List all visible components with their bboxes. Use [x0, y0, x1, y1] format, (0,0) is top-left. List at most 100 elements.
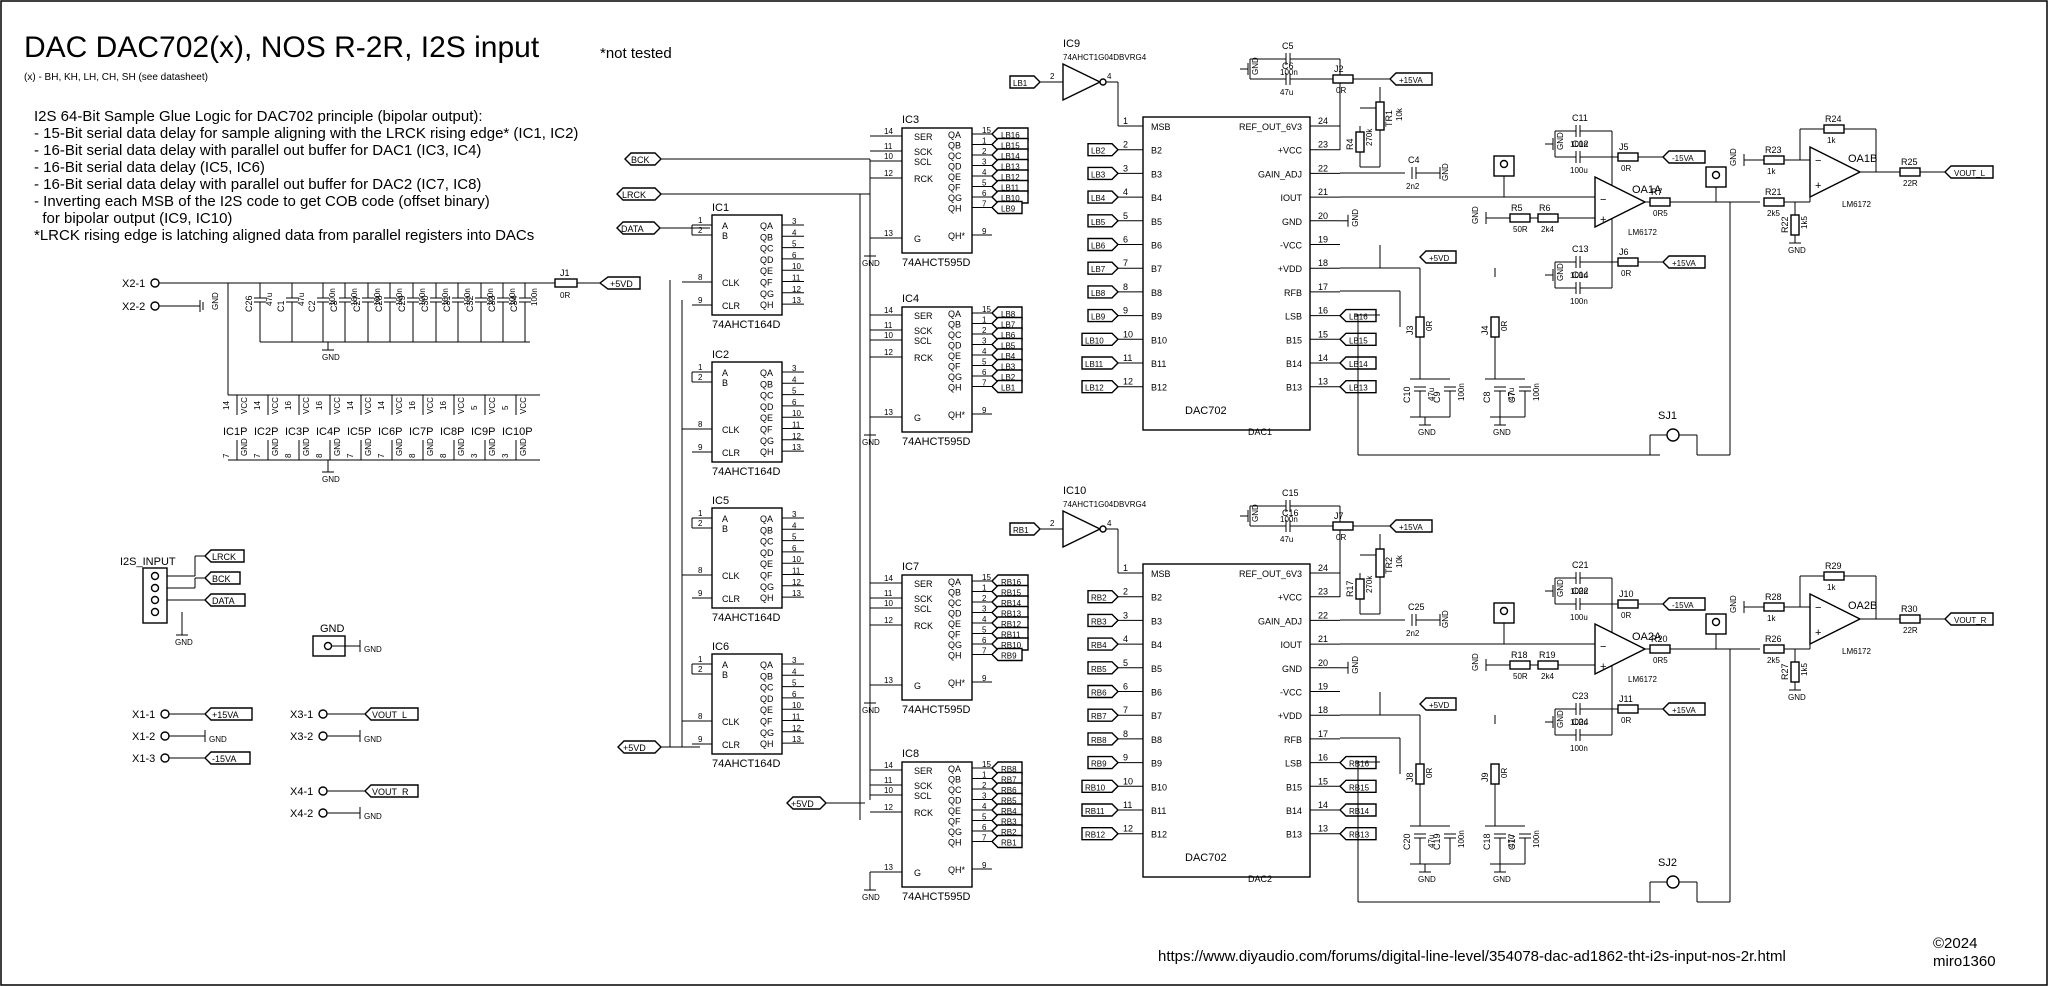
- cap-c26-label: C26: [244, 295, 254, 312]
- pin-name: B: [722, 231, 728, 241]
- part-number: DAC702: [1185, 405, 1227, 417]
- gnd-label: GND: [1418, 875, 1436, 884]
- net-label: LB16: [1001, 131, 1020, 140]
- test-point-pad: [1499, 159, 1509, 169]
- net-label: RB12: [1085, 831, 1106, 840]
- pin-number: 22: [1318, 163, 1328, 173]
- pin-number: 4: [1107, 519, 1112, 528]
- pin-number: 12: [792, 285, 801, 294]
- shift-register-ic1: [711, 214, 783, 316]
- pin-name: QA: [948, 309, 961, 319]
- description-block: I2S 64-Bit Sample Glue Logic for DAC702 …: [34, 108, 578, 244]
- description-line: - Inverting each MSB of the I2S code to …: [34, 193, 490, 210]
- pin-name: +VCC: [1278, 593, 1303, 603]
- gnd-label: GND: [1471, 206, 1480, 224]
- vcc-pin-label: VCC: [457, 397, 466, 414]
- pin-number: 5: [982, 626, 987, 635]
- cap-c21-label: C21: [1572, 560, 1589, 570]
- vcc-pin-number: 14: [253, 401, 262, 410]
- pin-number: 11: [792, 421, 801, 430]
- cap-c14-value: 100n: [1570, 297, 1588, 306]
- pin-name: SCK: [914, 594, 933, 604]
- cap-c4-value: 2n2: [1406, 182, 1420, 191]
- pin-number: 3: [1123, 163, 1128, 173]
- resistor-r27-label: R27: [1780, 663, 1790, 680]
- resistor-r24-value: 1k: [1827, 136, 1836, 145]
- cap-value: 100n: [486, 288, 495, 306]
- net-m15va: -15VA: [1672, 154, 1694, 163]
- gnd-label: GND: [426, 438, 435, 456]
- jumper-j8-value: 0R: [1425, 768, 1434, 778]
- cap-c12-label: C12: [1572, 139, 1589, 149]
- net-vout-l: VOUT_L: [1954, 169, 1986, 178]
- net-label: RB12: [1001, 620, 1022, 629]
- net-label: RB2: [1091, 594, 1107, 603]
- pin-name: LSB: [1285, 759, 1302, 769]
- cap-c2-label: C2: [307, 300, 317, 312]
- pin-number: 20: [1318, 211, 1328, 221]
- part-number: 74AHCT164D: [712, 319, 781, 331]
- net-label: RB1: [1013, 526, 1029, 535]
- pin-name: QF: [948, 817, 961, 827]
- pin-name: B13: [1286, 830, 1302, 840]
- gnd-label: GND: [1788, 693, 1806, 702]
- pin-name: QE: [760, 413, 773, 423]
- resistor-r26-label: R26: [1765, 634, 1782, 644]
- net-label: RB5: [1091, 665, 1107, 674]
- pin-name: QD: [948, 609, 962, 619]
- pin-number: 11: [884, 589, 893, 598]
- resistor-r22-label: R22: [1780, 216, 1790, 233]
- resistor-r19-value: 2k4: [1541, 672, 1554, 681]
- net-label-flag: [991, 834, 1023, 849]
- pin-name: QH: [760, 300, 774, 310]
- dac-section: DAC702DAC1MSB1B22LB2B33LB3B44LB4B55LB5B6…: [1009, 38, 1377, 884]
- pin-name: QG: [760, 289, 774, 299]
- cap-c32-label: C32: [465, 295, 475, 312]
- pin-number: 3: [792, 217, 797, 226]
- net-label: LB5: [1091, 218, 1106, 227]
- net-label: RB3: [1091, 617, 1107, 626]
- pin-number: 4: [982, 802, 987, 811]
- pin-name: B6: [1151, 241, 1162, 251]
- net-label-flag: [1087, 214, 1119, 228]
- pin-name: QH: [760, 447, 774, 457]
- pin-name: QF: [760, 425, 773, 435]
- gnd-label: GND: [175, 638, 193, 647]
- net-label: RB7: [1001, 776, 1017, 785]
- jumper-j5: [1617, 152, 1639, 162]
- pin-name: QG: [760, 436, 774, 446]
- jumper-j5-label: J5: [1619, 142, 1629, 152]
- gnd-label: GND: [862, 893, 880, 902]
- variant-note: (x) - BH, KH, LH, CH, SH (see datasheet): [24, 72, 208, 83]
- net-label: LB10: [1001, 194, 1020, 203]
- pin-number: 7: [982, 647, 987, 656]
- pin-number: 13: [884, 229, 893, 238]
- net-label-flag: [1081, 779, 1119, 793]
- pin-name: B: [722, 378, 728, 388]
- pin-name: QF: [760, 717, 773, 727]
- pin-name: B11: [1151, 806, 1166, 816]
- net-label: LB3: [1001, 363, 1016, 372]
- pin-name: B6: [1151, 688, 1162, 698]
- cap-c7-label: C7: [1507, 391, 1517, 403]
- resistor-r26-value: 2k5: [1767, 656, 1780, 665]
- pin-number: 5: [1123, 658, 1128, 668]
- ic-power-ic8p: IC8P: [440, 426, 464, 438]
- net-5vd: +5VD: [1429, 254, 1449, 263]
- gnd-label: GND: [1251, 57, 1260, 75]
- pin-name: RFB: [1284, 735, 1302, 745]
- jumper-j8: [1415, 763, 1425, 785]
- gnd-label: GND: [1729, 595, 1738, 613]
- vcc-pin-number: 16: [439, 401, 448, 410]
- pin-number: 10: [792, 262, 801, 271]
- cap-c19-label: C19: [1432, 833, 1442, 850]
- pin-number: 9: [698, 589, 703, 598]
- gnd-pin-number: 7: [222, 453, 231, 458]
- pin-name: REF_OUT_6V3: [1239, 122, 1302, 132]
- net-label: LB6: [1001, 331, 1016, 340]
- net-label: RB8: [1001, 765, 1017, 774]
- description-line: - 16-Bit serial data delay with parallel…: [34, 176, 481, 193]
- inverter-bubble: [1099, 525, 1107, 533]
- resistor-r7: [1649, 197, 1671, 207]
- net-label: RB11: [1085, 807, 1105, 816]
